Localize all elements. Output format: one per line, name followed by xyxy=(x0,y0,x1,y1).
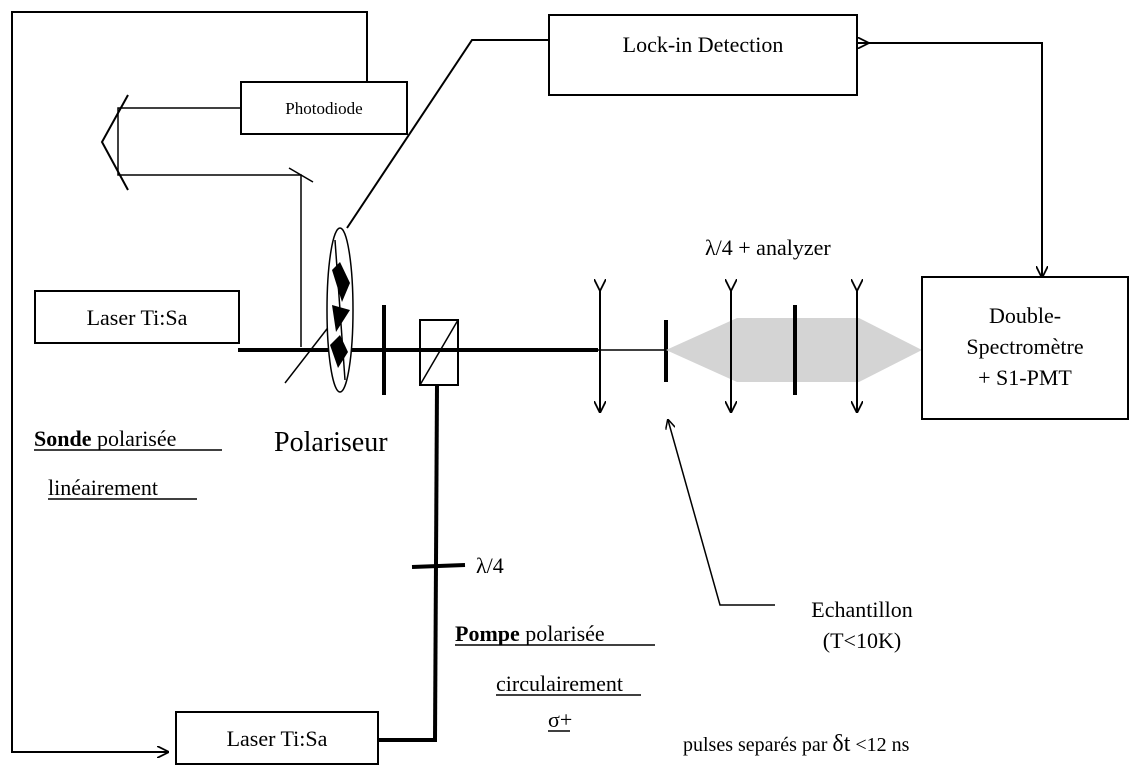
lockin-label: Lock-in Detection xyxy=(623,32,784,57)
photodiode-label: Photodiode xyxy=(285,99,362,118)
retro-reflector xyxy=(100,94,129,191)
lockin-chopper-line xyxy=(346,39,549,229)
pulses-label: pulses separés par δt <12 ns xyxy=(683,731,910,757)
polariseur-label: Polariseur xyxy=(274,427,388,458)
chopper-blade-bottom xyxy=(330,335,348,368)
pompe-line2: circulairement xyxy=(496,671,623,696)
spectrometer-box xyxy=(921,276,1129,420)
reflector-line-top xyxy=(117,107,302,347)
temperature-label: (T<10K) xyxy=(823,628,901,653)
laser-probe-label: Laser Ti:Sa xyxy=(87,305,188,330)
sonde-line2: linéairement xyxy=(48,475,158,500)
pompe-line3: σ+ xyxy=(548,707,572,732)
pump-waveplate-label: λ/4 xyxy=(476,553,504,578)
spectrometer-line3: + S1-PMT xyxy=(978,365,1072,390)
sample-pointer xyxy=(668,420,775,606)
laser-pump-label: Laser Ti:Sa xyxy=(227,726,328,751)
feedback-line xyxy=(11,11,368,752)
chopper-axis xyxy=(334,239,346,381)
pompe-label: Pompe polarisée xyxy=(455,621,605,646)
spectrometer-line2: Spectromètre xyxy=(966,334,1083,359)
pickoff-mirror-top xyxy=(288,167,314,183)
chopper-blade-top xyxy=(332,262,350,302)
analyzer-label: λ/4 + analyzer xyxy=(705,235,831,260)
spectrometer-line1: Double- xyxy=(989,303,1061,328)
sonde-label: Sonde polarisée xyxy=(34,426,176,451)
laser-pump-box xyxy=(175,711,379,765)
echantillon-label: Echantillon xyxy=(811,597,912,622)
pump-waveplate xyxy=(411,563,466,569)
photodiode-box xyxy=(240,81,408,135)
laser-probe-box xyxy=(34,290,240,344)
lockin-spectrometer-link xyxy=(868,43,1042,277)
cube-diagonal xyxy=(419,319,459,386)
pump-beam xyxy=(433,384,439,741)
